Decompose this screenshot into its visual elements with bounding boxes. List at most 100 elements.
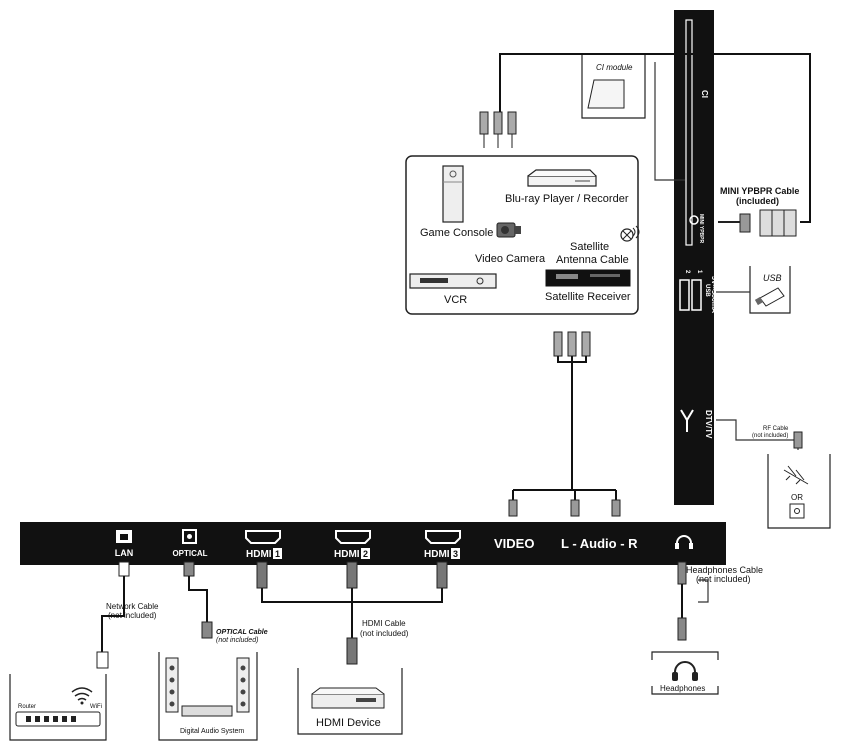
optical-cable bbox=[188, 576, 208, 622]
ci-label: CI bbox=[700, 90, 709, 98]
hdmi2-label: HDMI bbox=[334, 549, 360, 560]
headphones-cable-label-1: Headphones Cable bbox=[686, 565, 763, 575]
usb-box bbox=[749, 266, 791, 314]
av-cable bbox=[512, 356, 617, 504]
video-camera-icon bbox=[496, 222, 521, 238]
router-label: Router bbox=[18, 704, 36, 710]
hdmi1-label: HDMI bbox=[246, 549, 272, 560]
antenna-port: DTV/TV bbox=[680, 409, 713, 439]
optical-cable-label-2: (not included) bbox=[216, 637, 258, 644]
wifi-icon bbox=[71, 687, 93, 705]
bluray-label: Blu-ray Player / Recorder bbox=[505, 193, 629, 205]
hdmi1-plug bbox=[256, 561, 268, 589]
dtv-label: DTV/TV bbox=[704, 410, 713, 439]
ci-slot: CI bbox=[685, 19, 709, 246]
audio-r-plug bbox=[611, 499, 621, 517]
vcr-label: VCR bbox=[444, 294, 467, 306]
headphones-cable-bracket bbox=[698, 579, 709, 603]
headphones-label: Headphones bbox=[660, 684, 705, 693]
vcr-icon bbox=[409, 273, 497, 289]
headphones-cable-label-2: (not included) bbox=[696, 574, 751, 584]
ci-module-label: CI module bbox=[596, 63, 633, 72]
hdmi2-plug bbox=[346, 561, 358, 589]
usb-number-1: 1 bbox=[696, 270, 702, 274]
satellite-antenna-label-1: Satellite bbox=[570, 241, 609, 253]
ci-module-box bbox=[581, 54, 646, 119]
audio-system-box bbox=[158, 652, 258, 741]
usb-port-label: USB bbox=[704, 284, 710, 297]
satellite-antenna-label-2: Antenna Cable bbox=[556, 254, 629, 266]
video-label: VIDEO bbox=[494, 536, 534, 551]
ci-module-card-icon bbox=[587, 79, 625, 109]
network-cable-label-1: Network Cable bbox=[106, 602, 159, 611]
ci-connector-line bbox=[654, 62, 685, 181]
headphones-icon bbox=[672, 661, 698, 681]
satellite-dish-icon bbox=[620, 225, 640, 242]
router-plug bbox=[96, 651, 109, 669]
mini-ypbpr-connector-icon bbox=[718, 209, 797, 237]
video-plug bbox=[508, 499, 518, 517]
or-label: OR bbox=[791, 493, 803, 502]
usb-stick-icon bbox=[754, 287, 785, 307]
optical-port: OPTICAL bbox=[172, 529, 208, 558]
hdmi1-port: HDMI 1 bbox=[245, 530, 282, 560]
usb-ports: 2 1 USB 5V⎓500mA bbox=[679, 270, 717, 313]
lan-port: LAN bbox=[115, 530, 134, 558]
optical-plug-bottom bbox=[201, 621, 213, 639]
bottom-panel bbox=[20, 522, 726, 565]
rca-plugs-top-icon bbox=[479, 111, 517, 148]
audio-l-plug bbox=[570, 499, 580, 517]
mini-ypbpr-port-label: MINI YPBPR bbox=[698, 214, 704, 243]
rf-plug bbox=[793, 431, 803, 449]
router-icon bbox=[15, 711, 101, 727]
wifi-label: WiFi bbox=[90, 704, 102, 710]
mini-ypbpr-port: MINI YPBPR bbox=[689, 214, 704, 243]
optical-label: OPTICAL bbox=[172, 549, 207, 558]
mini-ypbpr-cable-label-2: (included) bbox=[736, 196, 779, 206]
game-console-icon bbox=[442, 165, 464, 223]
lan-plug bbox=[118, 561, 130, 577]
hdmi3-number: 3 bbox=[453, 549, 458, 559]
side-panel bbox=[674, 10, 714, 505]
usb-device-label: USB bbox=[763, 273, 782, 283]
hdmi-cable-label-2: (not included) bbox=[360, 629, 409, 638]
component-loop-cable bbox=[499, 53, 811, 223]
headphone-plug-bottom bbox=[677, 617, 687, 641]
headphones-box bbox=[651, 651, 719, 695]
antenna-box bbox=[767, 454, 831, 529]
network-cable bbox=[101, 576, 125, 652]
satellite-receiver-icon bbox=[545, 269, 631, 287]
hdmi-device-plug bbox=[346, 637, 358, 665]
hdmi3-label: HDMI bbox=[424, 549, 450, 560]
mini-ypbpr-cable-label-1: MINI YPBPR Cable bbox=[720, 186, 799, 196]
hdmi2-number: 2 bbox=[363, 549, 368, 559]
hdmi1-number: 1 bbox=[275, 549, 280, 559]
network-cable-label-2: (not included) bbox=[108, 611, 157, 620]
headphone-port-icon bbox=[675, 535, 693, 549]
hdmi-device-box bbox=[297, 668, 403, 735]
rca-plugs-middle-icon bbox=[553, 331, 591, 357]
lan-label: LAN bbox=[115, 548, 134, 558]
audio-label: L - Audio - R bbox=[561, 536, 638, 551]
rf-cable-label-1: RF Cable bbox=[763, 426, 789, 432]
hdmi3-plug bbox=[436, 561, 448, 589]
rf-cable-label-2: (not included) bbox=[752, 433, 788, 439]
audio-system-label: Digital Audio System bbox=[180, 728, 244, 735]
usb-rating: 5V⎓500mA bbox=[710, 276, 717, 313]
hdmi-cable-label-1: HDMI Cable bbox=[362, 619, 406, 628]
router-box bbox=[9, 674, 107, 741]
video-camera-label: Video Camera bbox=[475, 253, 546, 265]
hdmi-device-label: HDMI Device bbox=[316, 717, 381, 729]
antenna-icon bbox=[783, 465, 809, 519]
headphone-plug-top bbox=[677, 561, 687, 585]
usb-number-2: 2 bbox=[684, 270, 690, 274]
hdmi2-port: HDMI 2 bbox=[334, 530, 371, 560]
satellite-receiver-label: Satellite Receiver bbox=[545, 291, 631, 303]
game-console-label: Game Console bbox=[420, 227, 493, 239]
optical-cable-label-1: OPTICAL Cable bbox=[216, 629, 268, 636]
hdmi3-port: HDMI 3 bbox=[424, 530, 461, 560]
optical-plug-top bbox=[183, 561, 195, 577]
audio-system-icon bbox=[165, 657, 250, 717]
bluray-player-icon bbox=[527, 169, 597, 187]
